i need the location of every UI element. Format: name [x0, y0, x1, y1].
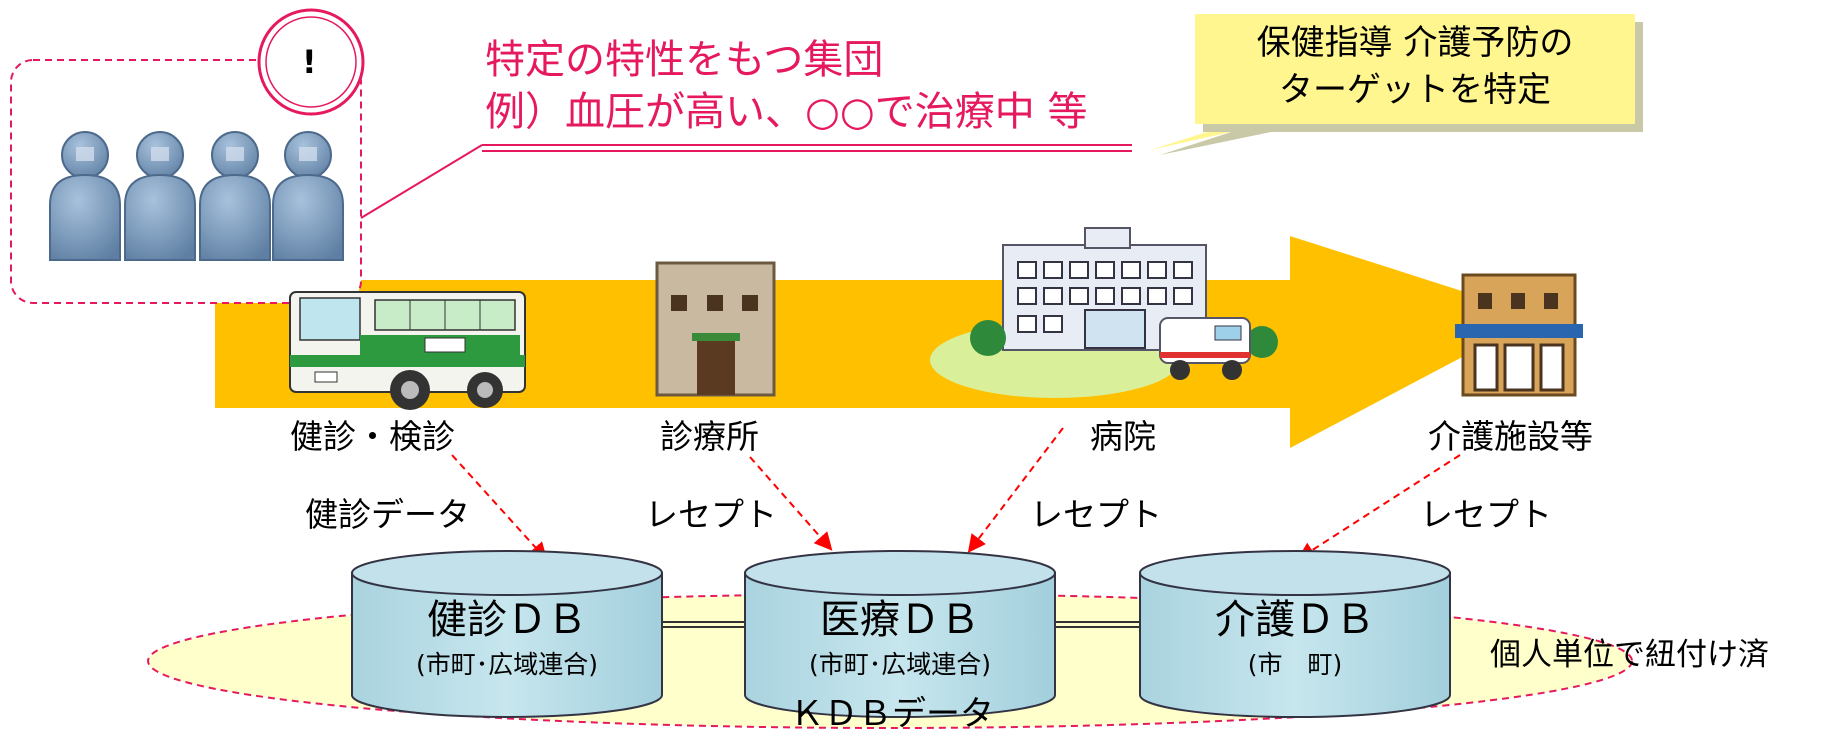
callout-line-1: 特定の特性をもつ集団 — [485, 37, 884, 83]
db-sub-checkup: (市町･広域連合) — [415, 650, 598, 679]
db-title-medical: 医療ＤＢ — [820, 597, 980, 643]
clinic-building-icon — [655, 261, 776, 397]
sticky-note-line-1: 保健指導 介護予防の — [1256, 23, 1574, 63]
db-sub-care: (市 町) — [1247, 650, 1343, 679]
flow-label-receipt-clinic: レセプト — [645, 495, 777, 534]
flow-arrow-hospital — [967, 427, 1064, 553]
people-group-icon — [49, 131, 344, 261]
facility-label-care: 介護施設等 — [1428, 417, 1593, 456]
db-cylinder-checkup — [351, 550, 663, 718]
db-link-lines — [662, 621, 1140, 628]
link-note: 個人単位で紐付け済 — [1490, 637, 1769, 673]
flow-arrow-clinic — [749, 456, 833, 551]
db-sub-medical: (市町･広域連合) — [808, 650, 991, 679]
care-facility-icon — [1455, 273, 1583, 397]
db-title-checkup: 健診ＤＢ — [427, 597, 587, 643]
db-label-medical: 医療ＤＢ (市町･広域連合) — [745, 600, 1055, 677]
db-label-care: 介護ＤＢ (市 町) — [1140, 600, 1450, 677]
sticky-note-tail — [1160, 126, 1300, 155]
sticky-note-line-2: ターゲットを特定 — [1279, 70, 1551, 110]
flow-arrow-care — [1296, 454, 1461, 560]
facility-label-hospital: 病院 — [1090, 417, 1156, 456]
db-cylinder-medical — [744, 550, 1056, 718]
hospital-icon — [930, 227, 1278, 398]
health-checkup-bus-icon — [289, 291, 526, 410]
alert-exclaim-mark: ! — [302, 43, 317, 81]
callout-line-2: 例）血圧が高い、○○で治療中 等 — [485, 89, 1088, 135]
db-title-care: 介護ＤＢ — [1215, 597, 1375, 643]
flow-label-receipt-care: レセプト — [1420, 495, 1552, 534]
alert-circle-icon — [257, 8, 365, 116]
db-cylinder-care — [1139, 550, 1451, 718]
facility-label-checkup: 健診・検診 — [290, 417, 455, 456]
sticky-note: 保健指導 介護予防の ターゲットを特定 — [1195, 14, 1635, 124]
kdb-label: ＫＤＢデータ — [790, 694, 994, 734]
flow-label-receipt-hospital: レセプト — [1030, 495, 1162, 534]
flow-label-checkup-data: 健診データ — [305, 495, 470, 534]
care-flow-arrow — [215, 236, 1540, 448]
db-label-checkup: 健診ＤＢ (市町･広域連合) — [352, 600, 662, 677]
callout-leader-line — [360, 144, 483, 219]
facility-label-clinic: 診療所 — [660, 417, 759, 456]
